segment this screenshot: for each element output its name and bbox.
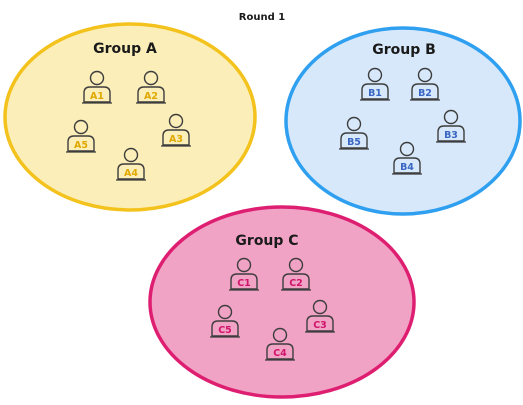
member-label: A2 bbox=[144, 91, 158, 102]
person-body-icon bbox=[83, 86, 111, 103]
group-a-title: Group A bbox=[93, 41, 157, 57]
person-body-icon bbox=[162, 129, 190, 146]
person-body-icon bbox=[437, 125, 465, 142]
member-label: A1 bbox=[90, 91, 104, 102]
member-label: C4 bbox=[273, 348, 287, 359]
person-body-icon bbox=[282, 273, 310, 290]
group-c-title: Group C bbox=[235, 233, 298, 249]
member-a4: A4 bbox=[116, 147, 146, 181]
member-b4: B4 bbox=[392, 141, 422, 175]
person-icon bbox=[73, 119, 89, 135]
person-icon bbox=[236, 257, 252, 273]
member-label: C2 bbox=[289, 278, 303, 289]
member-c2: C2 bbox=[281, 257, 311, 291]
member-label: B5 bbox=[347, 137, 361, 148]
person-icon bbox=[417, 67, 433, 83]
round-title: Round 1 bbox=[239, 12, 285, 23]
person-icon bbox=[346, 116, 362, 132]
member-c1: C1 bbox=[229, 257, 259, 291]
member-a5: A5 bbox=[66, 119, 96, 153]
member-label: A4 bbox=[124, 168, 138, 179]
member-label: A3 bbox=[169, 134, 183, 145]
person-icon bbox=[143, 70, 159, 86]
member-c5: C5 bbox=[210, 304, 240, 338]
person-icon bbox=[443, 109, 459, 125]
person-body-icon bbox=[393, 157, 421, 174]
member-label: C3 bbox=[313, 320, 327, 331]
person-icon bbox=[217, 304, 233, 320]
member-a1: A1 bbox=[82, 70, 112, 104]
member-a2: A2 bbox=[136, 70, 166, 104]
group-b-title: Group B bbox=[372, 42, 436, 58]
group-c-ellipse bbox=[148, 205, 416, 399]
member-label: A5 bbox=[74, 140, 88, 151]
person-body-icon bbox=[230, 273, 258, 290]
person-icon bbox=[399, 141, 415, 157]
person-icon bbox=[367, 67, 383, 83]
person-icon bbox=[288, 257, 304, 273]
person-body-icon bbox=[411, 83, 439, 100]
person-body-icon bbox=[340, 132, 368, 149]
member-c4: C4 bbox=[265, 327, 295, 361]
member-b3: B3 bbox=[436, 109, 466, 143]
member-label: C5 bbox=[218, 325, 232, 336]
person-icon bbox=[168, 113, 184, 129]
member-label: B2 bbox=[418, 88, 432, 99]
person-icon bbox=[123, 147, 139, 163]
member-b5: B5 bbox=[339, 116, 369, 150]
group-a-ellipse bbox=[3, 22, 257, 212]
person-icon bbox=[89, 70, 105, 86]
person-body-icon bbox=[117, 163, 145, 180]
person-icon bbox=[272, 327, 288, 343]
person-icon bbox=[312, 299, 328, 315]
member-a3: A3 bbox=[161, 113, 191, 147]
person-body-icon bbox=[211, 320, 239, 337]
member-c3: C3 bbox=[305, 299, 335, 333]
person-body-icon bbox=[67, 135, 95, 152]
member-label: B3 bbox=[444, 130, 458, 141]
member-label: B1 bbox=[368, 88, 382, 99]
member-label: C1 bbox=[237, 278, 251, 289]
member-label: B4 bbox=[400, 162, 414, 173]
member-b1: B1 bbox=[360, 67, 390, 101]
person-body-icon bbox=[306, 315, 334, 332]
person-body-icon bbox=[266, 343, 294, 360]
person-body-icon bbox=[137, 86, 165, 103]
person-body-icon bbox=[361, 83, 389, 100]
group-b-ellipse bbox=[284, 26, 522, 216]
member-b2: B2 bbox=[410, 67, 440, 101]
